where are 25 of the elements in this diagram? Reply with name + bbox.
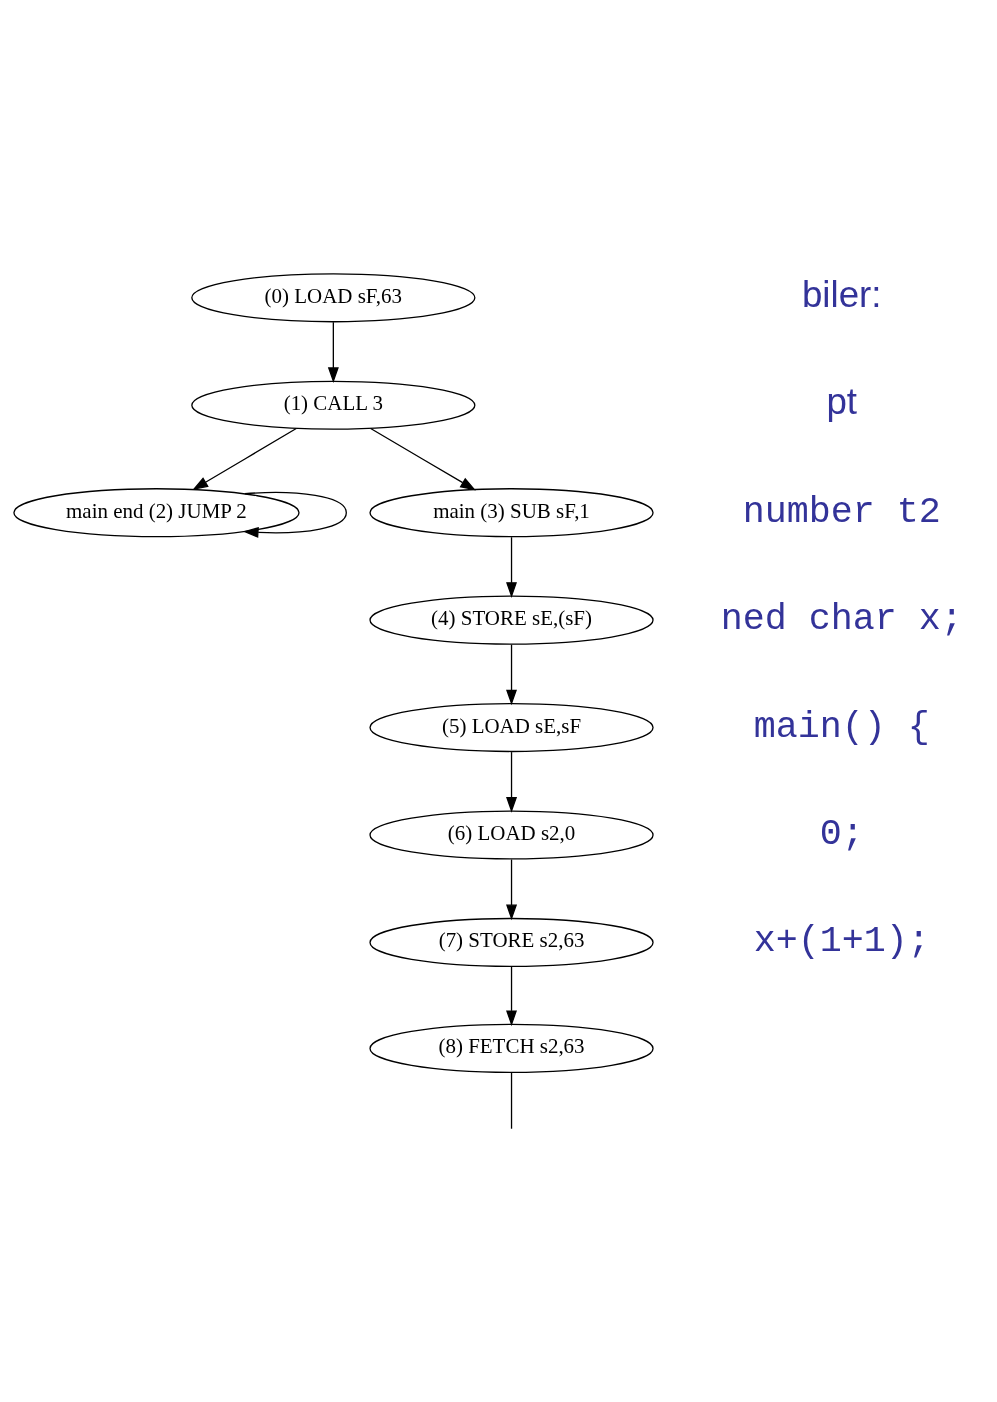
node-ellipse: (6) LOAD s2,0: [369, 810, 654, 860]
node-ellipse: (5) LOAD sE,sF: [369, 702, 654, 753]
arrow: [506, 858, 518, 921]
connector: [510, 1071, 513, 1130]
node-ellipse: (1) CALL 3: [191, 380, 476, 430]
arrow: [192, 427, 297, 491]
node-ellipse: main (3) SUB sF,1: [369, 488, 654, 538]
label: ned char x;: [720, 598, 963, 641]
label: biler:: [801, 273, 882, 315]
arrow: [506, 966, 518, 1027]
node-ellipse: (8) FETCH s2,63: [369, 1023, 654, 1073]
node-ellipse: (4) STORE sE,(sF): [369, 595, 654, 645]
arrow: [327, 321, 339, 384]
label: x+(1+1);: [753, 920, 930, 963]
label: 0;: [819, 813, 864, 856]
label: pt: [826, 381, 857, 423]
arrow: [506, 536, 518, 598]
arrow: [370, 427, 476, 491]
arrow: [506, 644, 518, 706]
label: main() {: [753, 705, 930, 748]
arrow: [506, 751, 518, 813]
arrow: [242, 491, 347, 538]
label: number t2: [742, 490, 941, 533]
node-ellipse: (7) STORE s2,63: [369, 917, 654, 967]
node-ellipse: (0) LOAD sF,63: [191, 273, 476, 323]
